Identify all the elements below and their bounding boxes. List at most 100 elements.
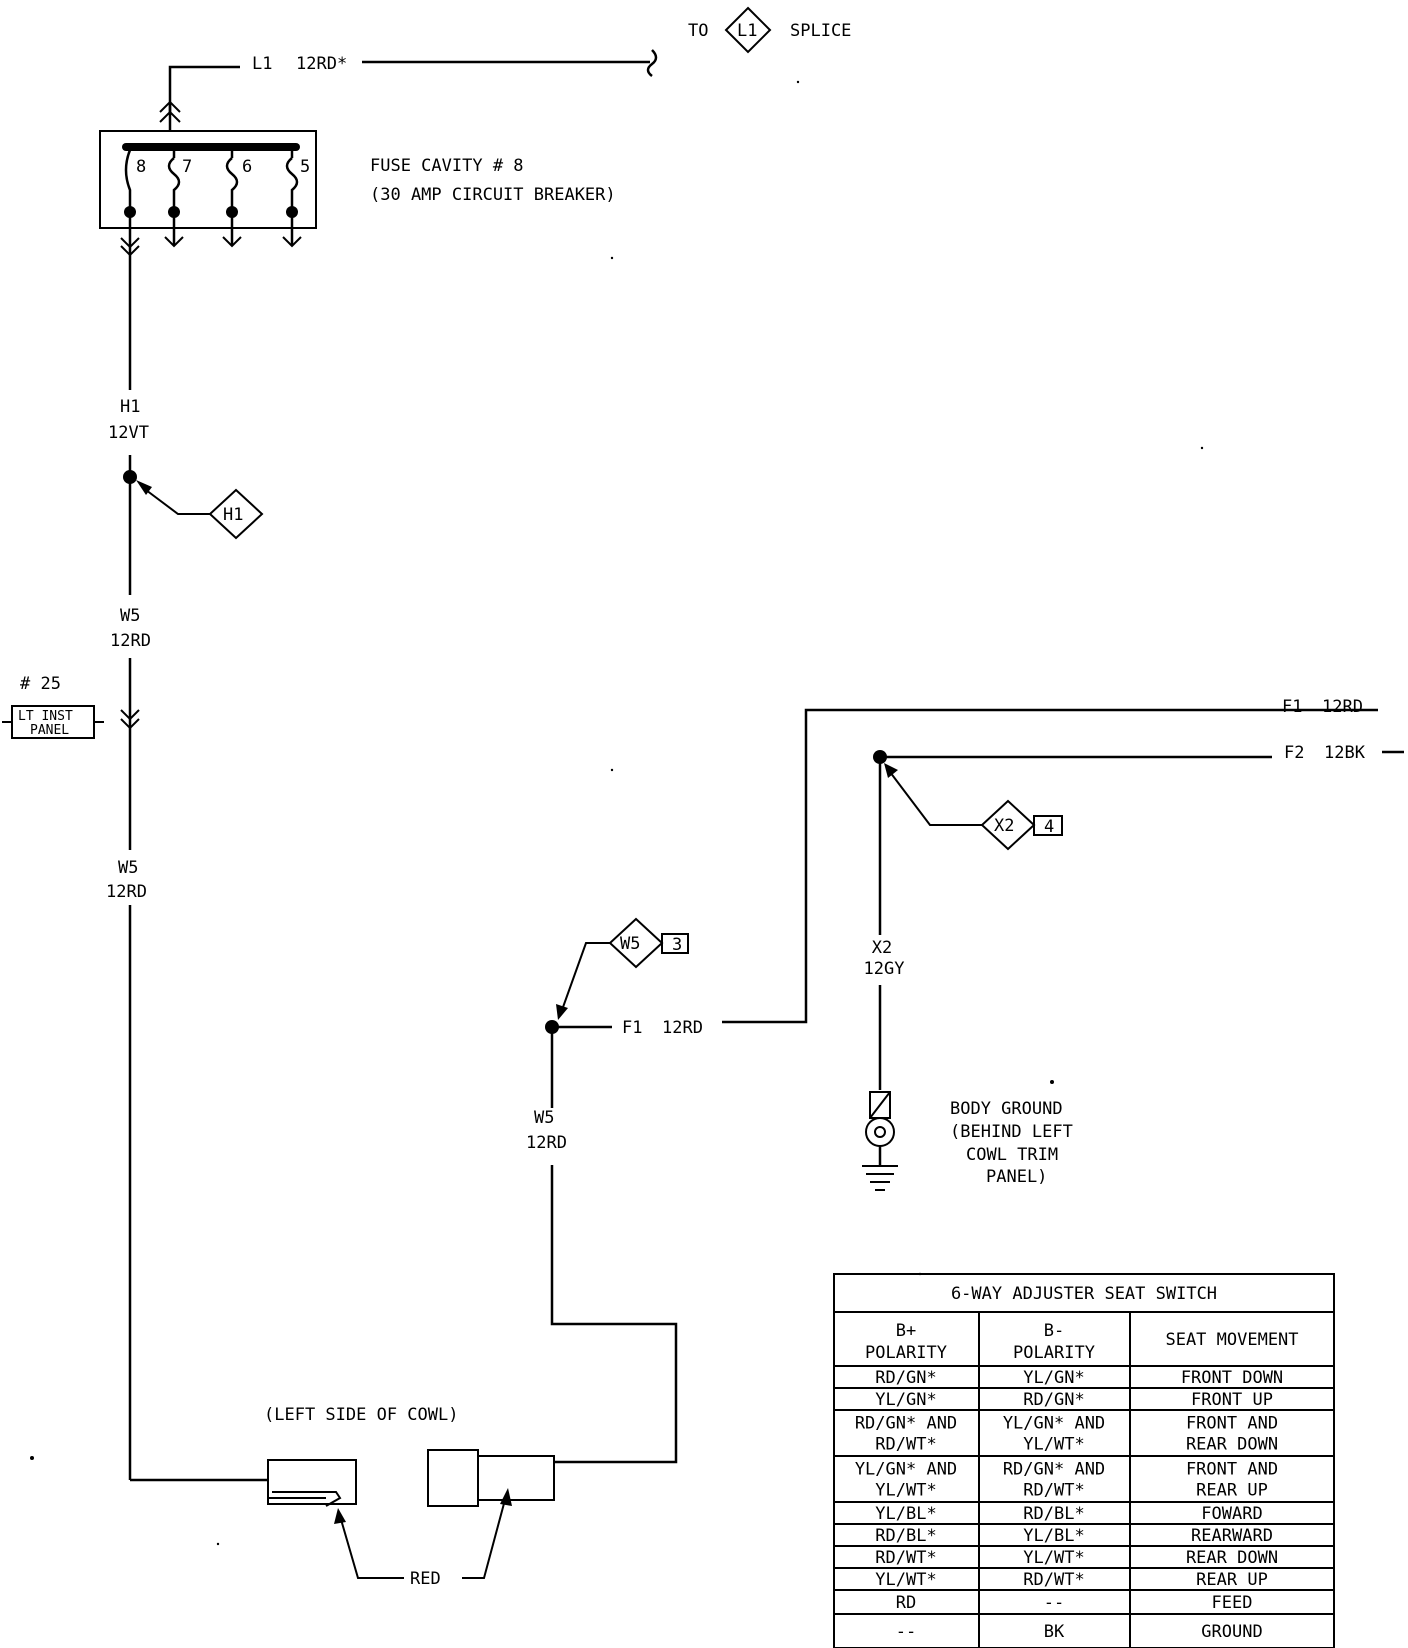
table-cell: YL/WT* (1023, 1548, 1084, 1568)
fuse-terminal-8: 8 (136, 157, 146, 177)
cowl-location-label: (LEFT SIDE OF COWL) (264, 1405, 458, 1425)
lt-inst-panel-connector (2, 705, 104, 739)
w5-splice-callout (556, 917, 689, 1020)
f1-top-gauge-label: 12RD (1322, 697, 1363, 717)
table-cell: RD/GN* AND (1003, 1460, 1105, 1480)
table-cell: BK (1044, 1622, 1065, 1642)
table-cell: FOWARD (1201, 1504, 1262, 1524)
x2-gauge-label: 12GY (864, 959, 905, 979)
cowl-color-label: RED (410, 1569, 441, 1589)
table-cell: YL/GN* AND (1003, 1414, 1105, 1434)
table-cell: RD/WT* (875, 1548, 936, 1568)
splice-to-label: TO (688, 21, 708, 41)
l1-wire (159, 49, 658, 130)
table-header: B+ (896, 1321, 916, 1341)
f2-top-circuit-label: F2 (1284, 743, 1304, 763)
h1-gauge-label: 12VT (108, 423, 149, 443)
table-cell: YL/GN* (875, 1390, 936, 1410)
l1-splice-diamond (724, 6, 772, 54)
table-cell: RD/WT* (875, 1435, 936, 1455)
table-cell: REAR UP (1196, 1570, 1268, 1590)
connector-25-line1: LT INST (18, 709, 73, 724)
f1-mid-gauge-label: 12RD (662, 1018, 703, 1038)
h1-splice-id: H1 (223, 505, 243, 525)
l1-splice-id: L1 (737, 21, 757, 41)
table-cell: YL/WT* (875, 1570, 936, 1590)
fuse-terminal-5: 5 (300, 157, 310, 177)
table-cell: FRONT AND (1186, 1414, 1278, 1434)
seat-switch-table-text: 6-WAY ADJUSTER SEAT SWITCHB+POLARITYB-PO… (855, 1284, 1299, 1642)
table-header: POLARITY (865, 1343, 947, 1363)
fuse-cavity-block (99, 130, 317, 257)
f2-top-gauge-label: 12BK (1324, 743, 1366, 763)
table-cell: GROUND (1201, 1622, 1262, 1642)
table-cell: RD/GN* (875, 1368, 936, 1388)
w5-c-circuit-label: W5 (534, 1108, 554, 1128)
body-ground-line1: BODY GROUND (950, 1099, 1063, 1119)
x2-splice-num: 4 (1044, 817, 1054, 837)
x2-splice-id: X2 (994, 816, 1014, 836)
table-cell: RD/GN* AND (855, 1414, 957, 1434)
connector-25-number: # 25 (20, 674, 61, 694)
connector-25-line2: PANEL (30, 723, 69, 738)
splice-label: SPLICE (790, 21, 851, 41)
table-cell: RD/WT* (1023, 1570, 1084, 1590)
x2-circuit-label: X2 (872, 938, 892, 958)
fuse-cavity-subtitle: (30 AMP CIRCUIT BREAKER) (370, 185, 616, 205)
fuse-terminal-6: 6 (242, 157, 252, 177)
body-ground-symbol (862, 1091, 898, 1191)
f2-wire (873, 750, 1404, 1090)
cowl-male-connector (427, 1449, 555, 1507)
body-ground-line4: PANEL) (986, 1167, 1047, 1187)
w5-splice-id: W5 (620, 934, 640, 954)
body-ground-line3: COWL TRIM (966, 1145, 1058, 1165)
table-cell: REAR DOWN (1186, 1548, 1278, 1568)
table-cell: -- (1044, 1593, 1064, 1613)
table-title: 6-WAY ADJUSTER SEAT SWITCH (951, 1284, 1217, 1304)
table-cell: -- (896, 1622, 916, 1642)
table-header: B- (1044, 1321, 1064, 1341)
scan-specks (30, 80, 1204, 1546)
table-cell: RD/GN* (1023, 1390, 1084, 1410)
table-cell: REARWARD (1191, 1526, 1273, 1546)
l1-circuit-label: L1 (252, 54, 272, 74)
red-callout (334, 1488, 512, 1579)
table-cell: FRONT DOWN (1181, 1368, 1283, 1388)
body-ground-line2: (BEHIND LEFT (950, 1122, 1073, 1142)
f1-mid-circuit-label: F1 (622, 1018, 642, 1038)
fuse-cavity-title: FUSE CAVITY # 8 (370, 156, 524, 176)
h1-splice-callout (136, 480, 264, 540)
l1-gauge-label: 12RD* (296, 54, 347, 74)
table-cell: RD/WT* (1023, 1481, 1084, 1501)
fuse-terminal-7: 7 (182, 157, 192, 177)
table-header: POLARITY (1013, 1343, 1095, 1363)
w5-a-gauge-label: 12RD (110, 631, 151, 651)
table-cell: YL/BL* (875, 1504, 936, 1524)
table-cell: RD (896, 1593, 916, 1613)
table-cell: YL/GN* AND (855, 1460, 957, 1480)
table-header: SEAT MOVEMENT (1165, 1330, 1298, 1350)
table-cell: FEED (1212, 1593, 1253, 1613)
table-cell: RD/BL* (875, 1526, 936, 1546)
table-cell: YL/WT* (875, 1481, 936, 1501)
h1-circuit-label: H1 (120, 397, 140, 417)
left-main-wire (120, 255, 268, 1482)
table-cell: YL/WT* (1023, 1435, 1084, 1455)
table-cell: YL/GN* (1023, 1368, 1084, 1388)
x2-splice-callout (884, 763, 1063, 851)
table-cell: FRONT AND (1186, 1460, 1278, 1480)
table-cell: REAR DOWN (1186, 1435, 1278, 1455)
table-cell: YL/BL* (1023, 1526, 1084, 1546)
w5-splice-num: 3 (672, 935, 682, 955)
cowl-female-connector (267, 1459, 357, 1507)
table-cell: REAR UP (1196, 1481, 1268, 1501)
table-cell: FRONT UP (1191, 1390, 1273, 1410)
w5-c-gauge-label: 12RD (526, 1133, 567, 1153)
w5-b-gauge-label: 12RD (106, 882, 147, 902)
w5-b-circuit-label: W5 (118, 858, 138, 878)
table-cell: RD/BL* (1023, 1504, 1084, 1524)
seat-switch-table (833, 1273, 1335, 1648)
middle-wire (545, 708, 1378, 1464)
f1-top-circuit-label: F1 (1282, 697, 1302, 717)
